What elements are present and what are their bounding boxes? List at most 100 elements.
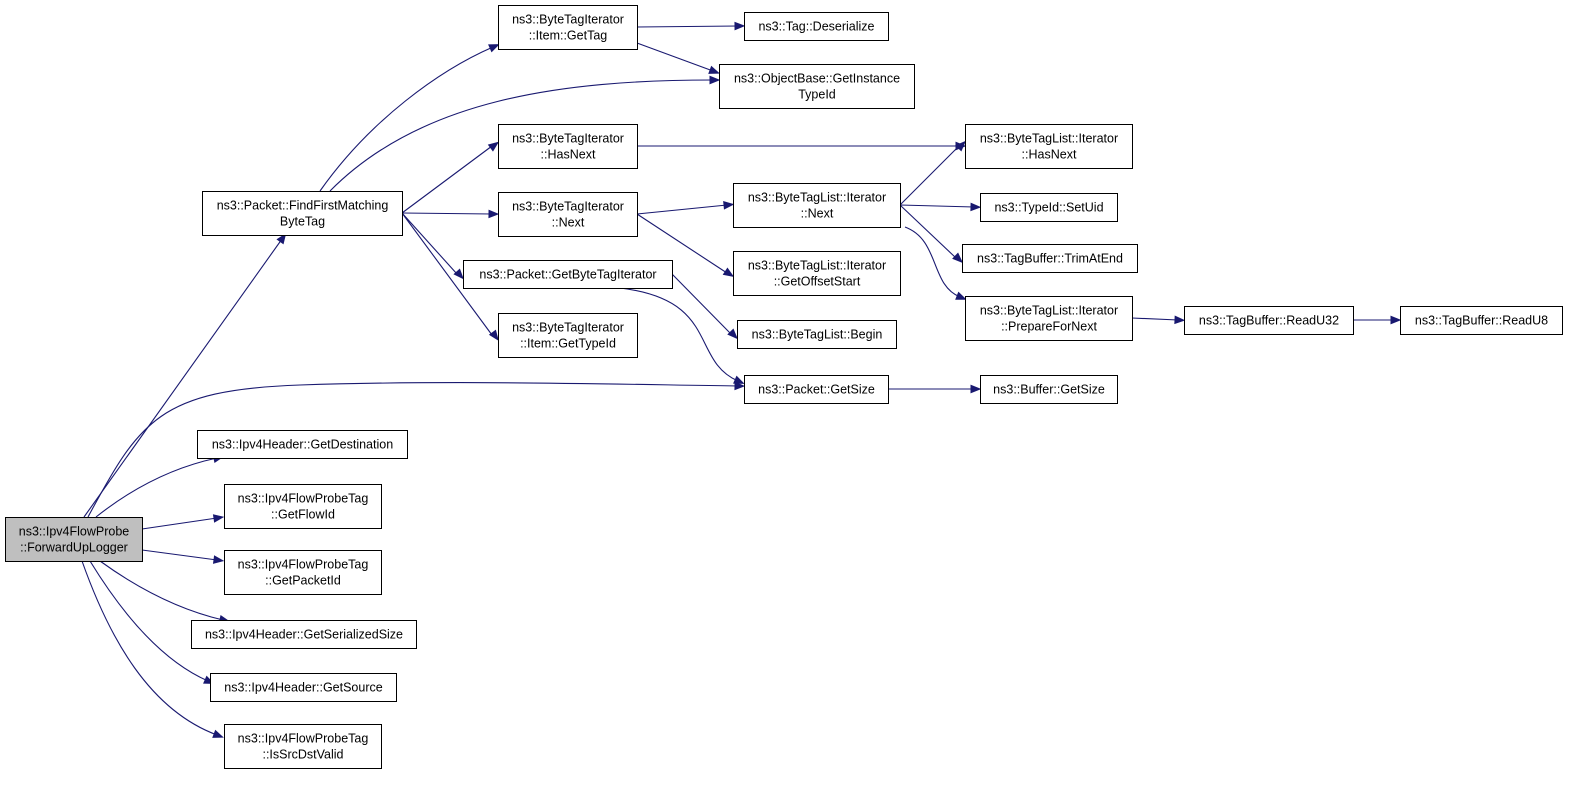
arrowhead-btlNext-to-btlPrepare	[955, 291, 967, 300]
node-box	[498, 124, 638, 169]
edge-findFirst-to-itemGetTypeId	[401, 212, 493, 336]
node-box	[965, 296, 1133, 341]
node-box	[980, 193, 1118, 222]
node-label: ::Item::GetTypeId	[520, 337, 616, 351]
arrowhead-findFirst-to-itemGetTypeId	[488, 329, 499, 341]
node-getBTI[interactable]: ns3::Packet::GetByteTagIterator	[463, 260, 673, 289]
node-label: ns3::TagBuffer::ReadU32	[1199, 314, 1339, 328]
node-label: ns3::ObjectBase::GetInstance	[734, 72, 900, 86]
node-btlOffset[interactable]: ns3::ByteTagList::Iterator::GetOffsetSta…	[733, 251, 901, 296]
node-box	[498, 192, 638, 237]
arrowhead-root-to-getPacketId	[212, 555, 225, 564]
node-box	[733, 183, 901, 228]
node-btiNext[interactable]: ns3::ByteTagIterator::Next	[498, 192, 638, 237]
arrowhead-getBTI-to-pktGetSize	[733, 375, 745, 384]
arrowhead-btlNext-to-tbTrim	[952, 252, 963, 264]
node-typeSetUid[interactable]: ns3::TypeId::SetUid	[980, 193, 1118, 222]
node-getSource[interactable]: ns3::Ipv4Header::GetSource	[210, 673, 397, 702]
edge-findFirst-to-btiNext	[401, 212, 493, 215]
node-box	[5, 517, 143, 562]
node-label: ns3::Tag::Deserialize	[758, 20, 874, 34]
node-label: ::IsSrcDstValid	[262, 748, 343, 762]
arrowhead-itemGetTag-to-tagDeser	[734, 21, 746, 31]
node-ipDest[interactable]: ns3::Ipv4Header::GetDestination	[197, 430, 408, 459]
node-label: ns3::ByteTagIterator	[512, 321, 624, 335]
call-edges	[81, 21, 1402, 738]
arrowhead-btlPrepare-to-tbReadU32	[1174, 315, 1186, 325]
node-label: ::HasNext	[541, 148, 596, 162]
node-box	[498, 5, 638, 50]
node-box	[191, 620, 417, 649]
arrowhead-pktGetSize-to-bufGetSize	[970, 384, 982, 394]
edge-findFirst-to-btiHasNext	[401, 145, 493, 214]
node-root[interactable]: ns3::Ipv4FlowProbe::ForwardUpLogger	[5, 517, 143, 562]
node-box	[962, 244, 1138, 273]
node-btlHasNext[interactable]: ns3::ByteTagList::Iterator::HasNext	[965, 124, 1133, 169]
arrowhead-btiNext-to-btlNext	[723, 201, 735, 210]
node-label: ::GetOffsetStart	[774, 275, 861, 289]
arrowhead-findFirst-to-objGetInst	[709, 75, 721, 85]
edge-btiNext-to-btlOffset	[636, 213, 728, 274]
node-getFlowId[interactable]: ns3::Ipv4FlowProbeTag::GetFlowId	[224, 484, 382, 529]
node-label: ns3::TypeId::SetUid	[994, 201, 1103, 215]
node-label: ns3::Ipv4FlowProbeTag	[238, 732, 369, 746]
arrowhead-btlNext-to-btlHasNext	[955, 140, 966, 152]
node-btlNext[interactable]: ns3::ByteTagList::Iterator::Next	[733, 183, 901, 228]
node-box	[733, 251, 901, 296]
edge-findFirst-to-objGetInst	[329, 79, 714, 192]
node-label: TypeId	[798, 88, 836, 102]
arrowhead-root-to-isSrcDst	[212, 729, 224, 738]
node-box	[719, 64, 915, 109]
node-label: ns3::Packet::GetSize	[758, 383, 875, 397]
call-nodes: ns3::Ipv4FlowProbe::ForwardUpLoggerns3::…	[5, 5, 1563, 769]
node-box	[224, 550, 382, 595]
edge-findFirst-to-getBTI	[401, 212, 458, 275]
arrowhead-root-to-getFlowId	[212, 514, 225, 523]
node-box	[737, 320, 897, 349]
node-label: ns3::TagBuffer::TrimAtEnd	[977, 252, 1123, 266]
node-tbReadU32[interactable]: ns3::TagBuffer::ReadU32	[1184, 306, 1354, 335]
node-pktGetSize[interactable]: ns3::Packet::GetSize	[744, 375, 889, 404]
edge-root-to-getSerSize	[99, 560, 224, 621]
node-btlBegin[interactable]: ns3::ByteTagList::Begin	[737, 320, 897, 349]
node-itemGetTag[interactable]: ns3::ByteTagIterator::Item::GetTag	[498, 5, 638, 50]
node-box	[744, 12, 889, 41]
node-label: ::Item::GetTag	[529, 29, 608, 43]
node-getPacketId[interactable]: ns3::Ipv4FlowProbeTag::GetPacketId	[224, 550, 382, 595]
edge-btlNext-to-tbTrim	[899, 204, 957, 259]
arrowhead-itemGetTag-to-objGetInst	[708, 65, 720, 74]
node-box	[1400, 306, 1563, 335]
arrowhead-findFirst-to-itemGetTag	[488, 44, 500, 53]
node-label: ns3::Ipv4FlowProbeTag	[238, 492, 369, 506]
edge-root-to-isSrcDst	[81, 560, 218, 736]
node-getSerSize[interactable]: ns3::Ipv4Header::GetSerializedSize	[191, 620, 417, 649]
node-label: ns3::Ipv4Header::GetDestination	[212, 438, 393, 452]
node-bufGetSize[interactable]: ns3::Buffer::GetSize	[980, 375, 1118, 404]
node-label: ns3::TagBuffer::ReadU8	[1415, 314, 1548, 328]
node-label: ns3::ByteTagIterator	[512, 200, 624, 214]
node-label: ns3::Ipv4FlowProbeTag	[238, 558, 369, 572]
node-box	[980, 375, 1118, 404]
node-label: ns3::ByteTagList::Iterator	[980, 304, 1118, 318]
node-btlPrepare[interactable]: ns3::ByteTagList::Iterator::PrepareForNe…	[965, 296, 1133, 341]
node-label: ns3::ByteTagList::Begin	[752, 328, 883, 342]
node-box	[1184, 306, 1354, 335]
node-box	[210, 673, 397, 702]
node-label: ::HasNext	[1022, 148, 1077, 162]
node-tbReadU8[interactable]: ns3::TagBuffer::ReadU8	[1400, 306, 1563, 335]
arrowhead-findFirst-to-getBTI	[453, 268, 464, 280]
node-btiHasNext[interactable]: ns3::ByteTagIterator::HasNext	[498, 124, 638, 169]
node-tbTrim[interactable]: ns3::TagBuffer::TrimAtEnd	[962, 244, 1138, 273]
node-label: ns3::Ipv4Header::GetSerializedSize	[205, 628, 403, 642]
arrowhead-btlNext-to-typeSetUid	[970, 202, 982, 212]
node-box	[498, 313, 638, 358]
node-isSrcDst[interactable]: ns3::Ipv4FlowProbeTag::IsSrcDstValid	[224, 724, 382, 769]
node-itemGetTypeId[interactable]: ns3::ByteTagIterator::Item::GetTypeId	[498, 313, 638, 358]
node-tagDeser[interactable]: ns3::Tag::Deserialize	[744, 12, 889, 41]
edge-btlNext-to-btlPrepare	[904, 226, 961, 298]
node-label: ByteTag	[280, 215, 325, 229]
node-label: ns3::ByteTagList::Iterator	[748, 191, 886, 205]
